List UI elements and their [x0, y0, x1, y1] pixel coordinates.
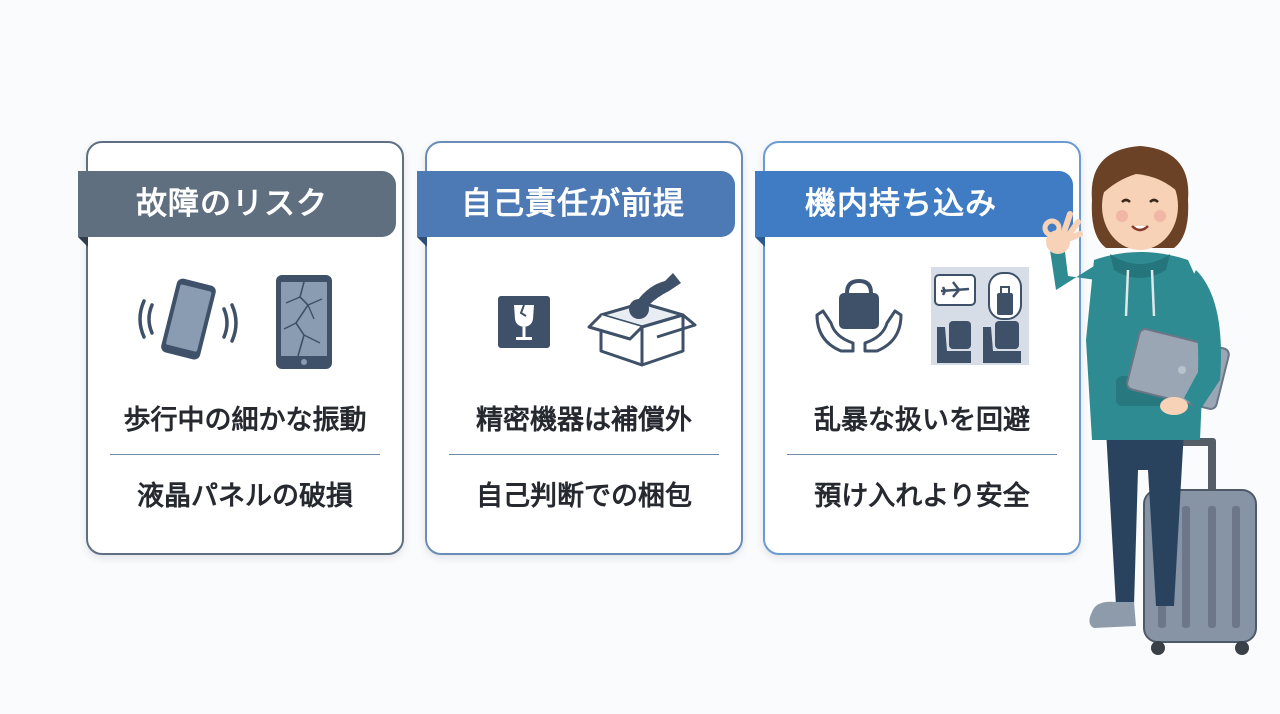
divider — [110, 454, 380, 455]
card-line-1: 歩行中の細かな振動 — [123, 405, 367, 436]
card-line-1: 乱暴な扱いを回避 — [814, 405, 1030, 436]
card-line-2: 預け入れより安全 — [814, 481, 1030, 512]
woman-with-laptop-and-suitcase — [1042, 146, 1257, 655]
fragile-label-icon — [498, 296, 550, 348]
card-self-responsibility: 自己責任が前提 精密機器は補償外 自己判断での梱包 — [417, 141, 743, 555]
divider — [449, 454, 719, 455]
card-title: 自己責任が前提 — [417, 171, 735, 247]
card-line-2: 自己判断での梱包 — [476, 481, 692, 512]
card-line-2: 液晶パネルの破損 — [137, 481, 353, 512]
card-carry-on: 機内持ち込み 乱暴な扱いを回避 預け入れより安全 — [755, 141, 1081, 555]
vibrating-phone-icon — [138, 278, 238, 360]
divider — [787, 454, 1057, 455]
airplane-cabin-icon — [931, 267, 1029, 365]
bag-in-hands-icon — [815, 278, 903, 353]
card-title: 機内持ち込み — [755, 171, 1073, 247]
card-line-1: 精密機器は補償外 — [476, 405, 692, 436]
cracked-tablet-icon — [276, 275, 332, 369]
card-title: 故障のリスク — [78, 171, 396, 247]
card-failure-risk: 故障のリスク 歩行中の細かな振動 液晶パネルの破損 — [78, 141, 404, 555]
packing-box-icon — [587, 273, 697, 367]
